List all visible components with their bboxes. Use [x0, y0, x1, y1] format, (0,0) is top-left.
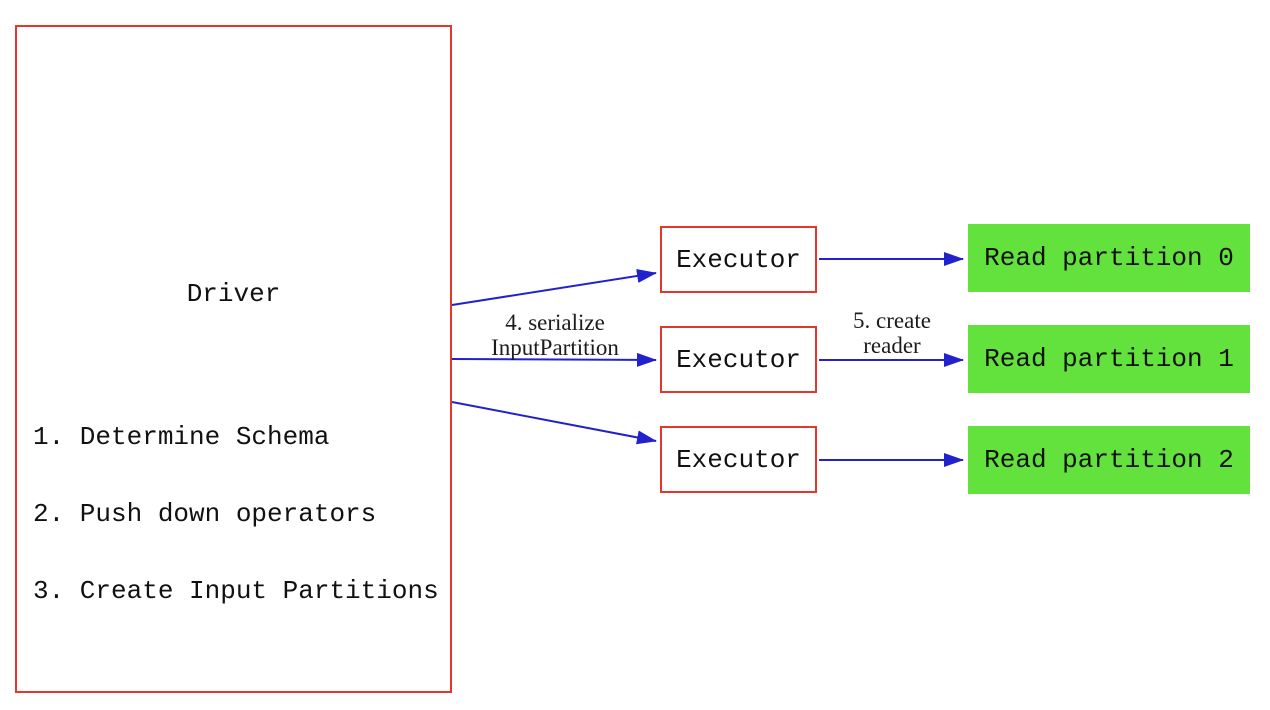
- executor-box-0: Executor: [660, 226, 817, 293]
- annotation-reader-line1: 5. create: [853, 308, 931, 333]
- driver-step-3: 3. Create Input Partitions: [33, 575, 439, 606]
- read-partition-label: Read partition 1: [984, 344, 1234, 374]
- read-partition-label: Read partition 2: [984, 445, 1234, 475]
- annotation-serialize-line2: InputPartition: [491, 335, 619, 360]
- executor-box-1: Executor: [660, 326, 817, 393]
- read-partition-box-2: Read partition 2: [968, 426, 1250, 494]
- executor-label: Executor: [676, 244, 801, 275]
- driver-step-2: 2. Push down operators: [33, 498, 377, 529]
- annotation-serialize-inputpartition: 4. serialize InputPartition: [450, 310, 660, 360]
- annotation-serialize-line1: 4. serialize: [505, 310, 605, 335]
- driver-steps: 1. Determine Schema 2. Push down operato…: [33, 374, 439, 656]
- read-partition-label: Read partition 0: [984, 243, 1234, 273]
- arrow-driver-to-executor-0: [451, 269, 657, 306]
- executor-box-2: Executor: [660, 426, 817, 493]
- driver-title: Driver: [186, 279, 281, 309]
- executor-label: Executor: [676, 344, 801, 375]
- read-partition-box-1: Read partition 1: [968, 325, 1250, 393]
- driver-step-1: 1. Determine Schema: [33, 422, 330, 453]
- annotation-create-reader: 5. create reader: [802, 308, 982, 358]
- annotation-reader-line2: reader: [863, 333, 921, 358]
- read-partition-box-0: Read partition 0: [968, 224, 1250, 292]
- executor-label: Executor: [676, 444, 801, 475]
- arrow-driver-to-executor-2: [451, 401, 657, 445]
- driver-box: Driver 1. Determine Schema 2. Push down …: [15, 25, 452, 693]
